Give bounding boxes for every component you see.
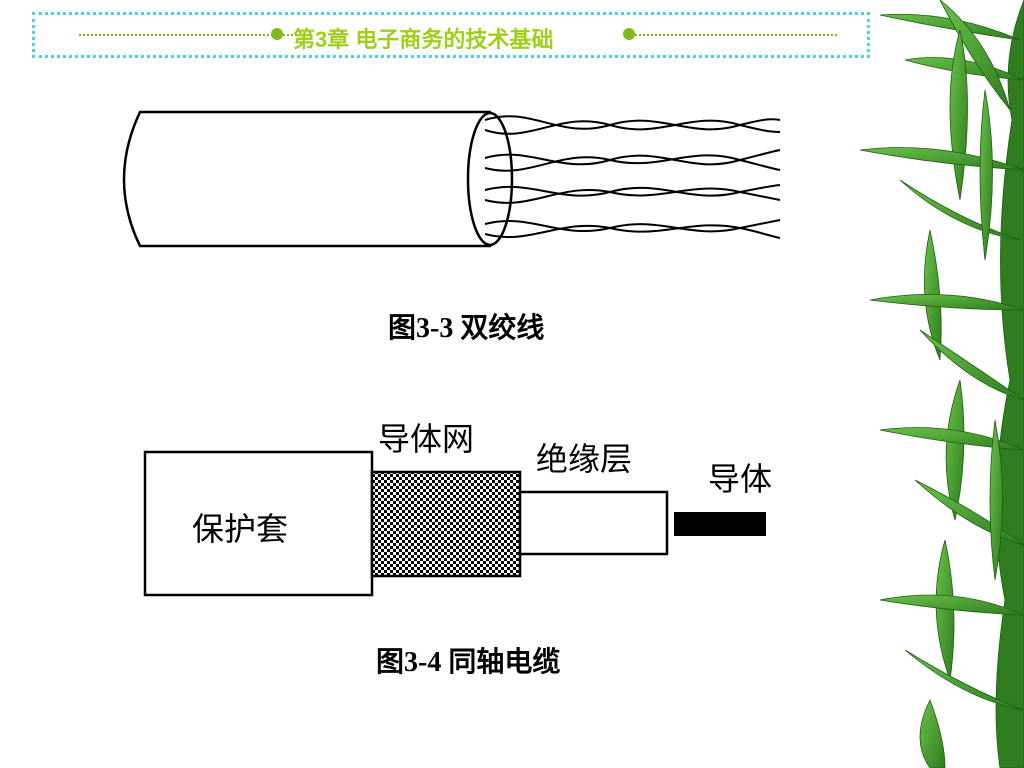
twisted-pair-illustration [122, 110, 781, 248]
header-bullet-left [271, 28, 283, 40]
coax-label-jacket: 保护套 [192, 510, 289, 548]
twisted-pair-sheath-end [466, 111, 514, 247]
header-dotted-line-left [79, 34, 309, 36]
figure-3-3-caption: 图3-3 双绞线 [388, 313, 545, 344]
coax-insulation [518, 490, 669, 556]
coax-label-conductor: 导体 [708, 460, 773, 498]
coax-jacket [143, 450, 374, 597]
bamboo-decoration [859, 0, 1024, 768]
coax-label-mesh: 导体网 [378, 420, 475, 458]
twisted-wires [484, 115, 781, 239]
slide-header: 第3章 电子商务的技术基础 [32, 12, 870, 58]
coax-label-insulation: 绝缘层 [536, 440, 633, 478]
figure-3-4-caption: 图3-4 同轴电缆 [376, 647, 561, 678]
header-title: 第3章 电子商务的技术基础 [293, 27, 554, 52]
coax-conductor [674, 512, 766, 536]
coax-illustration [143, 450, 766, 597]
coax-mesh [370, 470, 522, 578]
header-dotted-line-right [627, 34, 837, 36]
twisted-pair-sheath [122, 110, 502, 248]
